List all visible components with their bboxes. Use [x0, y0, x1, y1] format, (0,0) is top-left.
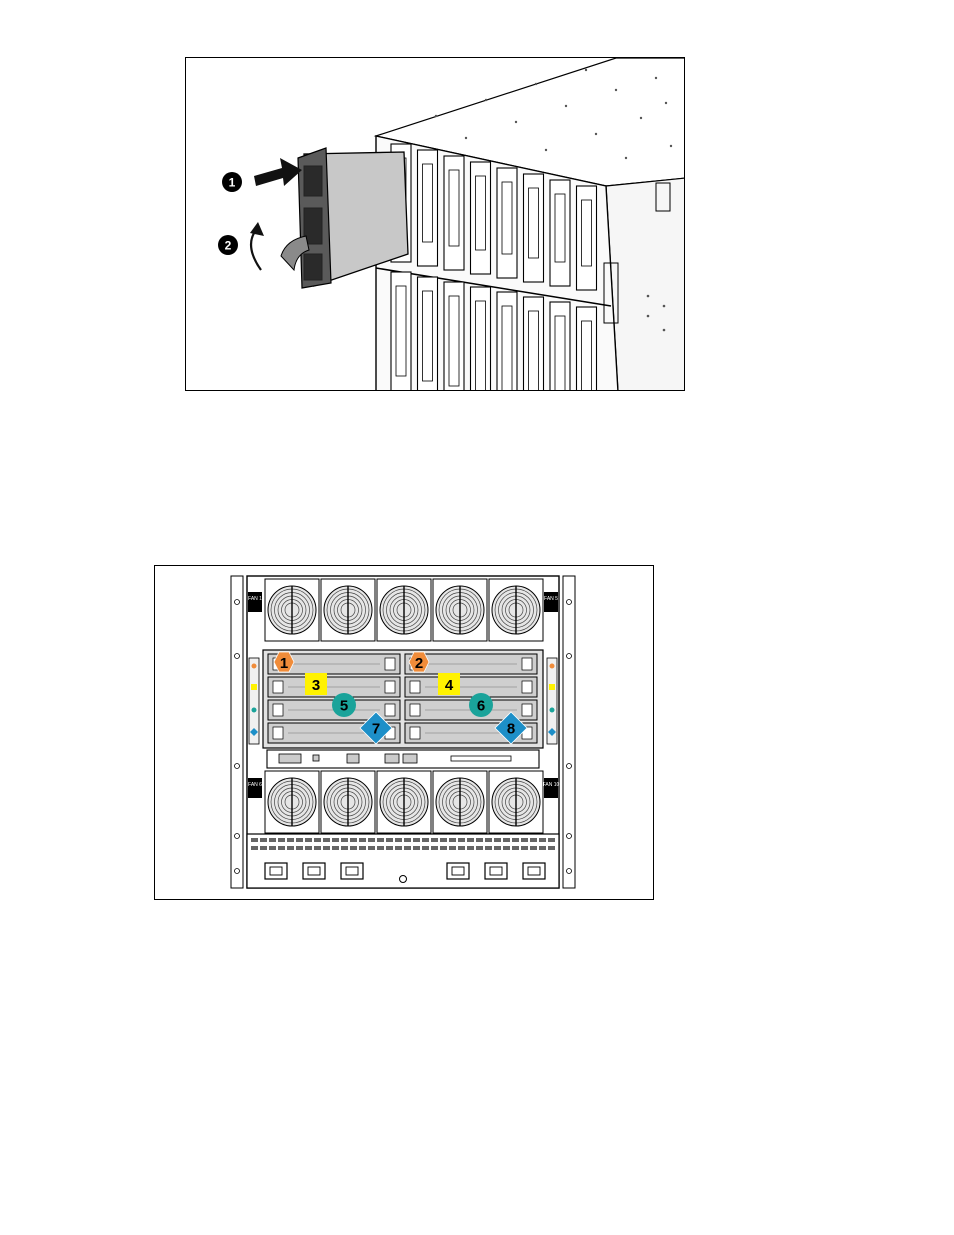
- push-arrow-icon: [254, 158, 302, 186]
- power-inlet: [485, 863, 507, 879]
- device-bay: [471, 162, 491, 274]
- device-bay: [418, 150, 438, 266]
- power-inlet: [447, 863, 469, 879]
- bay-marker-6: 6: [469, 693, 493, 717]
- device-bay: [550, 302, 570, 391]
- device-bay: [577, 307, 597, 391]
- bay-marker-label: 7: [372, 721, 380, 738]
- enclosure-rear-illustration: FAN 1 FAN 5 FAN 6 FAN 10: [155, 566, 654, 900]
- power-inlet: [341, 863, 363, 879]
- bottom-fan-row: [265, 771, 543, 833]
- rotate-arrow-icon: [251, 230, 261, 270]
- bay-marker-label: 3: [312, 677, 320, 694]
- power-inlet: [303, 863, 325, 879]
- bay-marker-label: 1: [280, 655, 288, 672]
- callout-2: 2: [218, 235, 238, 255]
- bay-marker-label: 2: [415, 655, 423, 672]
- left-rack-rail: [231, 576, 243, 888]
- fan-label-text: FAN 10: [543, 782, 560, 788]
- figure-interconnect-bays: FAN 1 FAN 5 FAN 6 FAN 10: [154, 565, 654, 900]
- fan-label-5: FAN 5: [544, 592, 558, 612]
- callout-2-label: 2: [225, 239, 232, 253]
- bay-marker-label: 8: [507, 721, 515, 738]
- power-inlet: [265, 863, 287, 879]
- fan-label-6: FAN 6: [248, 778, 262, 798]
- bay-marker-4: 4: [438, 673, 460, 695]
- bay-marker-label: 5: [340, 698, 348, 715]
- bay-marker-3: 3: [305, 673, 327, 695]
- device-bay: [471, 287, 491, 391]
- device-bay: [444, 156, 464, 270]
- bay-marker-label: 4: [445, 677, 454, 694]
- device-bay: [497, 168, 517, 278]
- device-bay: [550, 180, 570, 286]
- top-fan-row: [265, 579, 543, 641]
- device-bay: [391, 272, 411, 391]
- power-inlet: [523, 863, 545, 879]
- device-bay: [418, 277, 438, 391]
- callout-1: 1: [222, 172, 242, 192]
- fan-label-10: FAN 10: [543, 778, 560, 798]
- device-bay: [577, 186, 597, 290]
- callout-1-label: 1: [229, 176, 236, 190]
- fan-label-1: FAN 1: [248, 592, 262, 612]
- device-bay: [444, 282, 464, 391]
- fan-label-text: FAN 6: [248, 782, 262, 788]
- device-bay: [497, 292, 517, 391]
- figure-blade-install: 1 2: [185, 57, 685, 391]
- bay-marker-label: 6: [477, 698, 485, 715]
- blade-install-illustration: 1 2: [186, 58, 685, 391]
- fan-label-text: FAN 5: [544, 596, 558, 602]
- bay-marker-5: 5: [332, 693, 356, 717]
- fan-label-text: FAN 1: [248, 596, 262, 602]
- right-rack-rail: [563, 576, 575, 888]
- device-bay: [524, 174, 544, 282]
- power-supply-area: [247, 834, 559, 888]
